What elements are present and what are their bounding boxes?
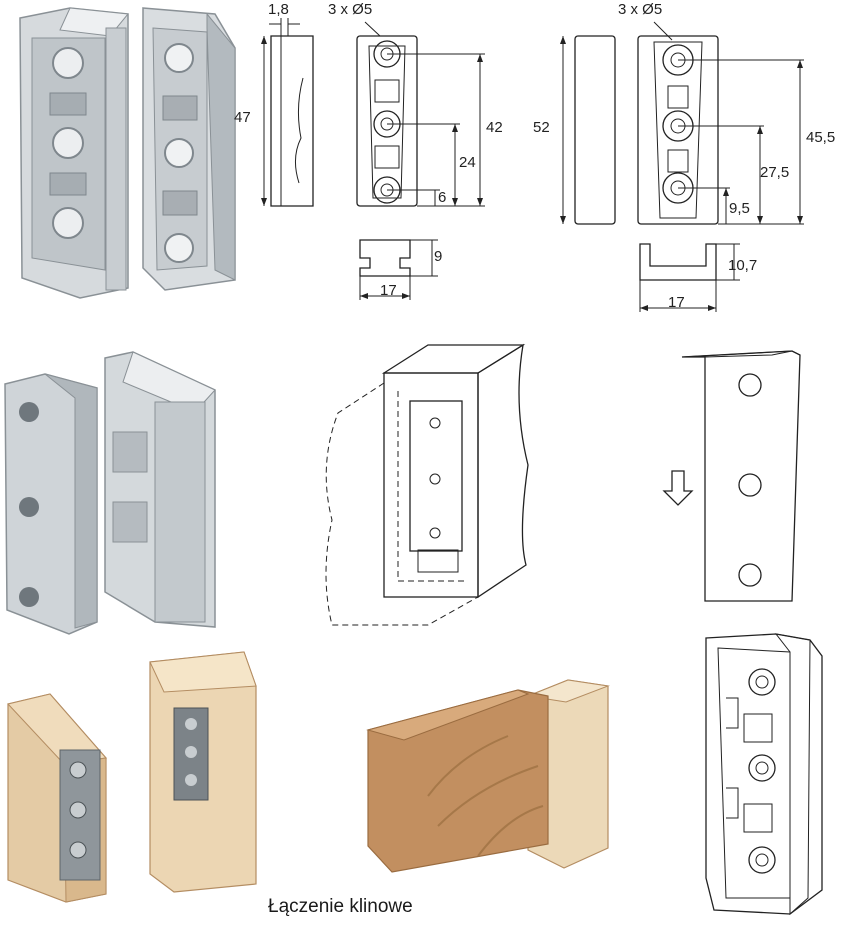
dim-profile-height-small: 9 <box>434 248 443 265</box>
drawing-small-profile <box>359 239 438 300</box>
photo-metal-pair-open <box>4 351 216 635</box>
drawing-large-side-view <box>560 35 616 225</box>
dim-height-large: 52 <box>533 119 550 136</box>
dim-holes-small: 3 x Ø5 <box>328 1 373 18</box>
caption-wedge-joint: Łączenie klinowe <box>268 896 413 917</box>
dim-mid-hole-small: 24 <box>459 154 476 171</box>
dim-hole-span-small: 42 <box>486 119 503 136</box>
drawing-small-front-view <box>356 21 485 207</box>
dim-hole-span-large: 45,5 <box>806 129 836 146</box>
dim-holes-large: 3 x Ø5 <box>618 1 663 18</box>
drawing-assembly-isometric <box>325 343 529 626</box>
dim-profile-width-large: 17 <box>668 294 685 311</box>
dim-height-small: 47 <box>234 109 251 126</box>
photo-metal-connector-back <box>142 7 236 291</box>
dim-bottom-hole-large: 9,5 <box>729 200 750 217</box>
photo-wood-joint-assembled <box>366 679 610 873</box>
dim-bottom-hole-small: 6 <box>438 189 447 206</box>
dim-profile-height-large: 10,7 <box>728 257 758 274</box>
photo-metal-connector-front <box>19 7 129 299</box>
photo-wood-block-left <box>7 693 107 903</box>
drawing-wedge-plate-arrow <box>662 350 801 602</box>
dim-thickness: 1,8 <box>268 1 289 18</box>
drawing-large-front-view <box>637 21 804 225</box>
photo-wood-block-right <box>149 651 257 893</box>
dim-profile-width-small: 17 <box>380 282 397 299</box>
drawing-connector-isometric <box>705 633 823 916</box>
drawing-large-profile <box>639 243 740 312</box>
dim-mid-hole-large: 27,5 <box>760 164 790 181</box>
drawing-small-side-view <box>261 18 314 207</box>
